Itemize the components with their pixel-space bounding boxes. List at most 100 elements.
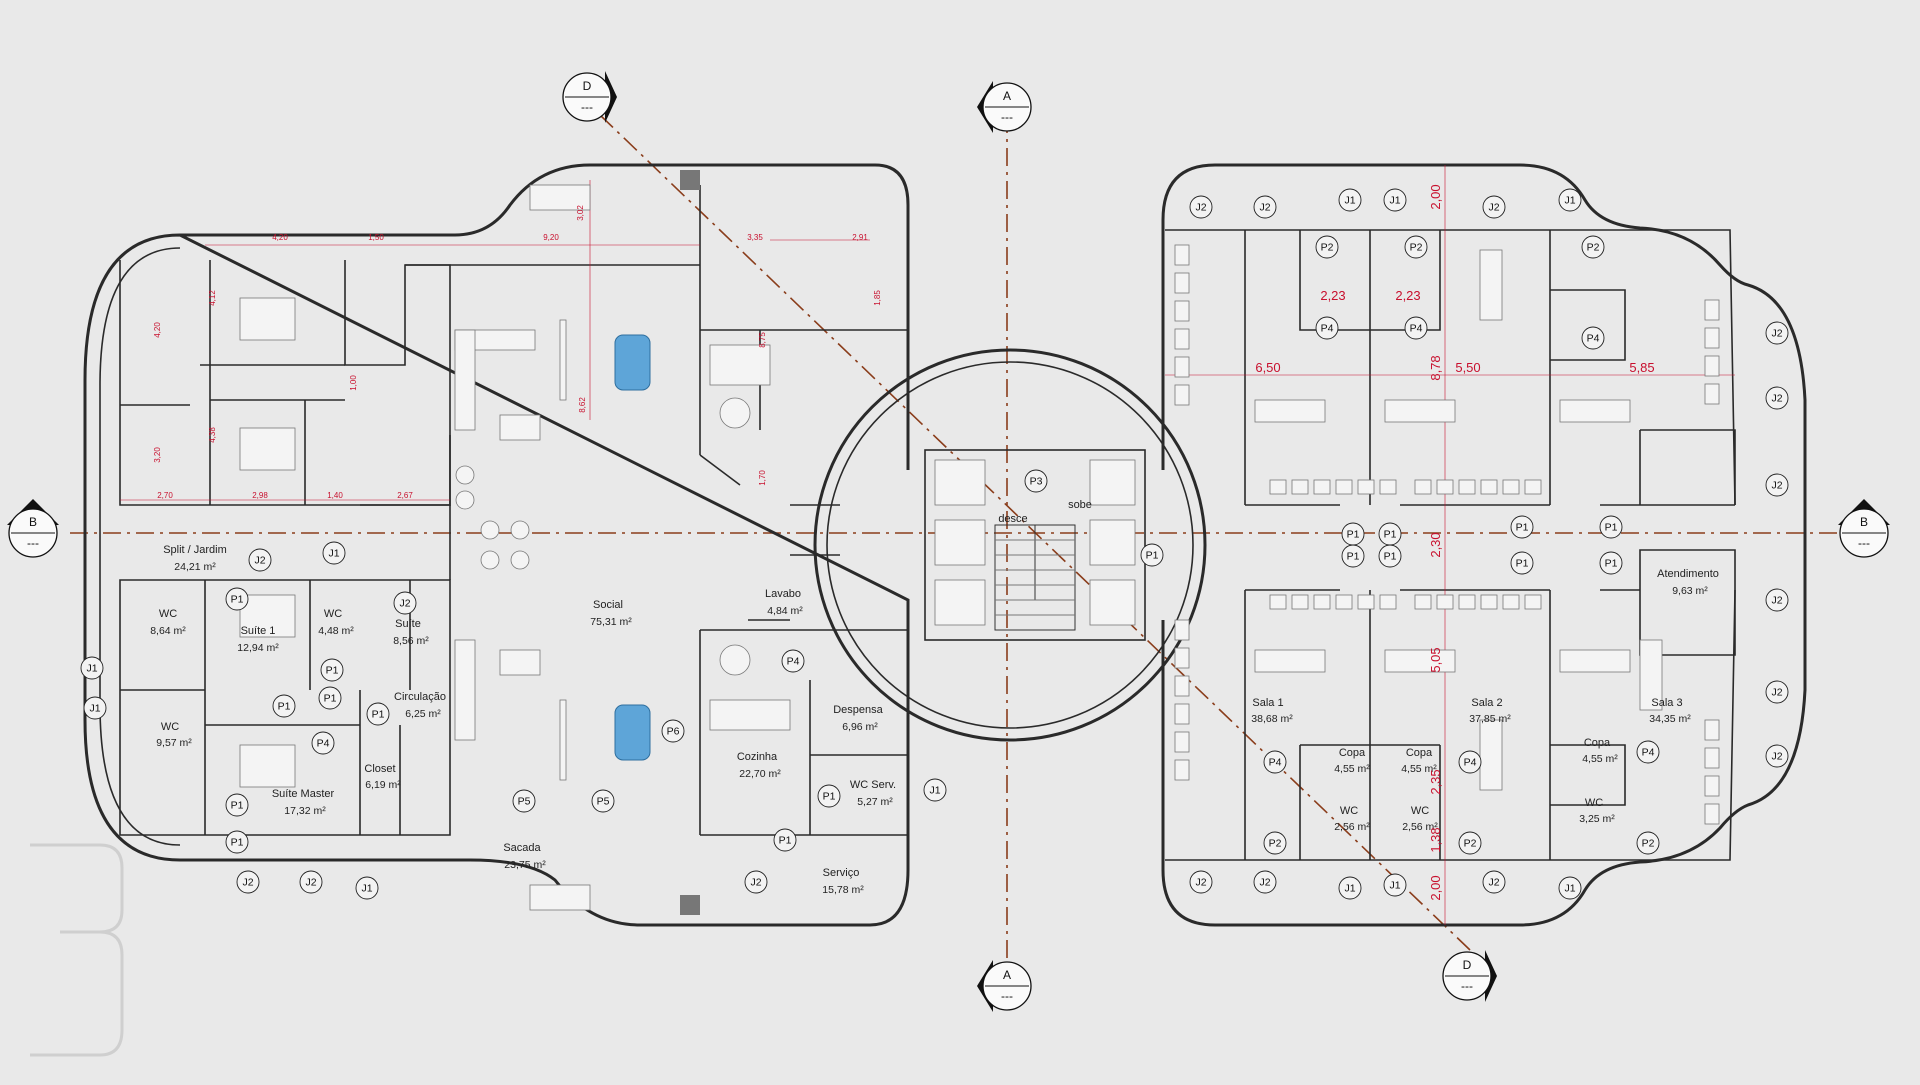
tag-label: P1 [231, 836, 244, 848]
office-chair [1704, 747, 1720, 769]
dim-label: 2,98 [252, 491, 268, 500]
room-area: 8,56 m² [393, 635, 429, 647]
room-area: 6,25 m² [405, 708, 441, 720]
office-chair [1269, 594, 1287, 610]
room-area: 3,25 m² [1579, 813, 1615, 825]
dim-label: 2,23 [1320, 288, 1345, 303]
tag-p4: P4 [1636, 740, 1660, 764]
room-name: Sala 1 [1252, 697, 1283, 709]
tag-label: J2 [1771, 479, 1782, 491]
office-furniture [1174, 244, 1720, 825]
tag-j1: J1 [83, 696, 107, 720]
office-desk [1384, 399, 1456, 423]
tag-p2: P2 [1315, 235, 1339, 259]
tag-label: P4 [1410, 322, 1423, 334]
tag-label: P2 [1269, 837, 1282, 849]
tag-p4: P4 [1581, 326, 1605, 350]
tag-label: J1 [1344, 194, 1355, 206]
tag-label: P4 [1269, 756, 1282, 768]
section-marker-a-top[interactable]: A --- [977, 81, 1032, 133]
office-chair [1524, 594, 1542, 610]
office-chair [1502, 594, 1520, 610]
dim-label: 5,05 [1428, 647, 1443, 672]
tag-j1: J1 [355, 876, 379, 900]
section-marker-d-top[interactable]: D --- [562, 71, 617, 123]
tag-j2: J2 [236, 870, 260, 894]
tag-label: J2 [1771, 750, 1782, 762]
office-chair [1458, 479, 1476, 495]
room-name: Copa [1406, 747, 1433, 759]
dim-label: 1,70 [758, 470, 767, 486]
tag-label: P1 [1605, 521, 1618, 533]
room-area: 8,64 m² [150, 625, 186, 637]
tag-p4: P4 [781, 649, 805, 673]
room-name: Sala 2 [1471, 697, 1502, 709]
tag-label: J2 [305, 876, 316, 888]
office-desk [1479, 249, 1503, 321]
dim-label: 4,12 [208, 290, 217, 306]
tag-p1: P1 [272, 694, 296, 718]
dim-label: 3,02 [576, 205, 585, 221]
room-name: Closet [364, 763, 395, 775]
tag-p2: P2 [1458, 831, 1482, 855]
office-chair [1313, 479, 1331, 495]
tag-label: J2 [1771, 594, 1782, 606]
tag-label: P5 [597, 795, 610, 807]
section-sub: --- [1001, 110, 1013, 124]
tag-label: J2 [254, 554, 265, 566]
tag-label: P2 [1464, 837, 1477, 849]
office-chair [1174, 244, 1190, 266]
tag-label: P1 [1347, 528, 1360, 540]
room-area: 22,70 m² [739, 768, 781, 780]
tag-j2: J2 [1765, 680, 1789, 704]
section-sub: --- [27, 536, 39, 550]
tag-label: P1 [779, 834, 792, 846]
dim-label: 4,38 [208, 427, 217, 443]
room-area: 4,55 m² [1334, 763, 1370, 775]
office-chair [1335, 594, 1353, 610]
tag-label: P1 [1516, 521, 1529, 533]
tag-j2: J2 [1765, 321, 1789, 345]
tag-p1: P1 [1140, 543, 1164, 567]
room-area: 24,21 m² [174, 561, 216, 573]
section-letter: D [1463, 958, 1472, 972]
room-name: WC [324, 608, 342, 620]
section-marker-a-bottom[interactable]: A --- [977, 960, 1032, 1012]
room-name: WC [159, 608, 177, 620]
tag-label: J2 [1259, 876, 1270, 888]
tag-j2: J2 [299, 870, 323, 894]
tag-p1: P1 [318, 686, 342, 710]
tag-label: P4 [1587, 332, 1600, 344]
tag-j1: J1 [322, 541, 346, 565]
section-marker-b-left[interactable]: B --- [7, 499, 59, 558]
section-marker-b-right[interactable]: B --- [1838, 499, 1890, 558]
section-marker-d-bottom[interactable]: D --- [1442, 950, 1497, 1002]
tag-label: J2 [750, 876, 761, 888]
office-chair [1174, 731, 1190, 753]
section-letter: D [583, 79, 592, 93]
room-area: 6,19 m² [365, 779, 401, 791]
tag-label: P2 [1321, 241, 1334, 253]
room-name: Sacada [503, 842, 541, 854]
tag-p1: P1 [1341, 544, 1365, 568]
dim-label: 3,20 [153, 447, 162, 463]
tag-p4: P4 [1458, 750, 1482, 774]
office-chair [1704, 355, 1720, 377]
central-circulation [813, 348, 1207, 742]
tag-label: J2 [242, 876, 253, 888]
tag-j1: J1 [1558, 188, 1582, 212]
dim-label: 5,85 [1629, 360, 1654, 375]
tag-p1: P1 [366, 702, 390, 726]
tag-label: J1 [929, 784, 940, 796]
room-name: Atendimento [1657, 568, 1719, 580]
dim-label: 2,30 [1428, 532, 1443, 557]
room-area: 2,56 m² [1334, 821, 1370, 833]
room-name: Copa [1339, 747, 1366, 759]
office-chair [1704, 383, 1720, 405]
room-area: 5,27 m² [857, 796, 893, 808]
tag-j2: J2 [1253, 870, 1277, 894]
office-chair [1269, 479, 1287, 495]
tag-label: J2 [1488, 201, 1499, 213]
tag-p4: P4 [311, 731, 335, 755]
